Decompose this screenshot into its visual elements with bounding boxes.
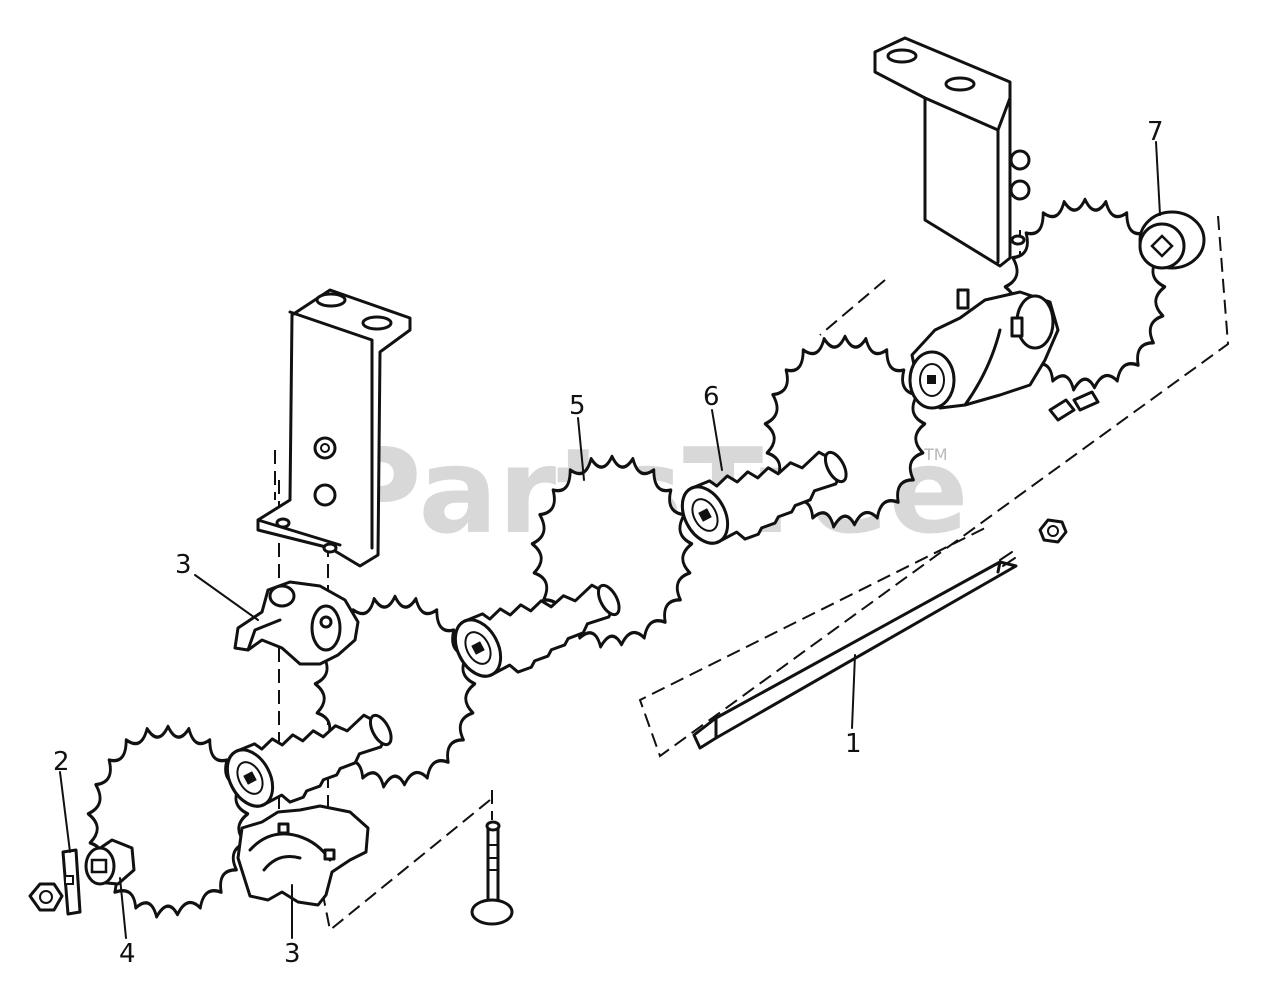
callout-6: 6 — [703, 382, 720, 412]
hub-cap — [1138, 210, 1206, 270]
lower-housing-half — [236, 804, 370, 907]
right-mounting-bracket — [873, 36, 1031, 268]
upper-housing-half — [233, 580, 360, 666]
callout-4: 4 — [119, 939, 136, 969]
callout-7: 7 — [1147, 117, 1164, 147]
callout-1: 1 — [845, 729, 862, 759]
callout-3-upper: 3 — [175, 550, 192, 580]
left-hex-nut — [28, 882, 64, 912]
bolt — [470, 820, 514, 926]
right-gear-housing — [908, 288, 1060, 410]
tine-disc-left-outer — [86, 724, 250, 919]
watermark-trademark: TM — [923, 445, 948, 464]
callout-5: 5 — [569, 391, 586, 421]
grease-fittings — [1048, 390, 1100, 422]
callout-2: 2 — [53, 747, 70, 777]
axle-shaft — [692, 551, 1018, 750]
end-adapter — [84, 838, 136, 886]
callout-leaders — [59, 141, 1161, 939]
shaft-hex-nut — [1038, 518, 1068, 544]
left-mounting-bracket — [256, 288, 412, 568]
callout-3-lower: 3 — [284, 939, 301, 969]
lock-plate — [61, 848, 82, 916]
